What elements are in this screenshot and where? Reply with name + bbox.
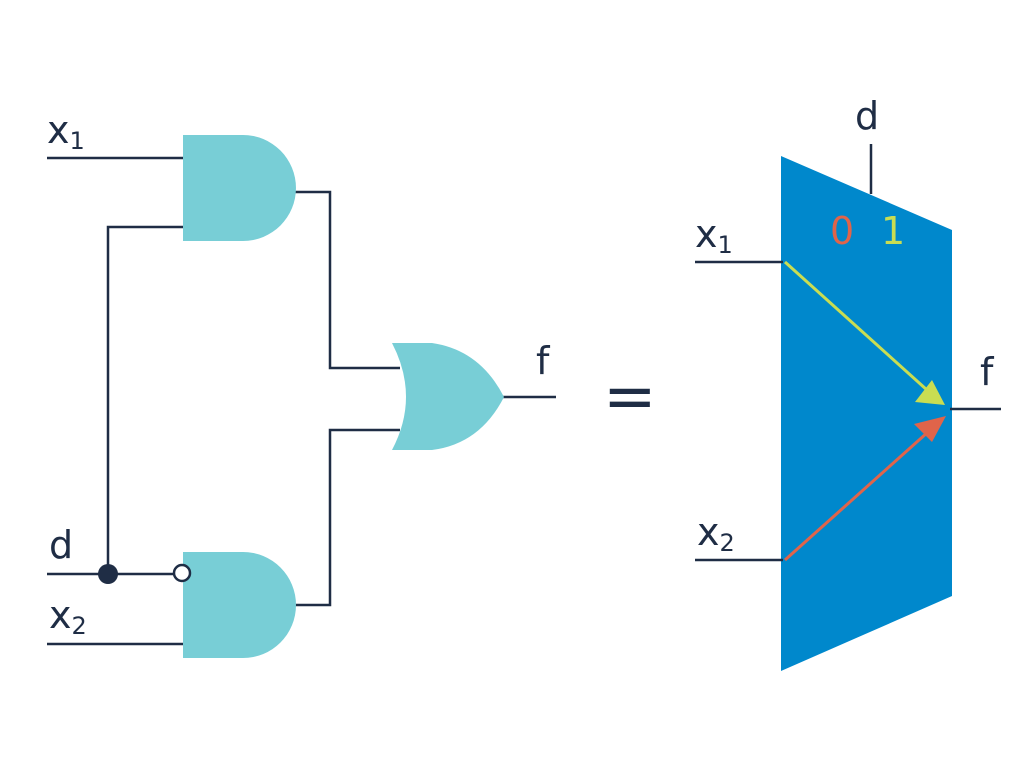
or-gate xyxy=(392,343,504,450)
inverter-bubble xyxy=(172,563,192,583)
multiplexer: d 0 1 x1 x2 f xyxy=(695,94,1001,671)
and-gate-bottom xyxy=(183,552,296,658)
label-sel0: 0 xyxy=(830,209,854,253)
equals-sign: = xyxy=(603,360,657,434)
arrowhead-x2 xyxy=(914,416,946,442)
label-f-mux: f xyxy=(980,350,995,394)
label-f-left: f xyxy=(536,339,551,383)
label-d-left: d xyxy=(49,523,73,567)
junction-dot xyxy=(98,564,118,584)
label-x2-left: x2 xyxy=(49,593,87,640)
label-x1-left: x1 xyxy=(47,108,85,155)
label-x2-mux: x2 xyxy=(697,510,735,557)
arrowhead-x1 xyxy=(915,380,945,405)
path-arrow-x1 xyxy=(783,260,929,392)
path-arrow-x2 xyxy=(783,430,930,562)
wire-d-to-and1 xyxy=(106,225,184,574)
wire-and1-to-or xyxy=(295,190,400,370)
wire-and2-to-or xyxy=(295,428,400,607)
mux-body xyxy=(781,156,952,671)
label-d-mux: d xyxy=(855,94,879,138)
label-x1-mux: x1 xyxy=(695,212,733,259)
and-gate-top xyxy=(183,135,296,241)
label-sel1: 1 xyxy=(881,209,905,253)
gate-circuit: x1 d x2 f xyxy=(47,108,556,658)
